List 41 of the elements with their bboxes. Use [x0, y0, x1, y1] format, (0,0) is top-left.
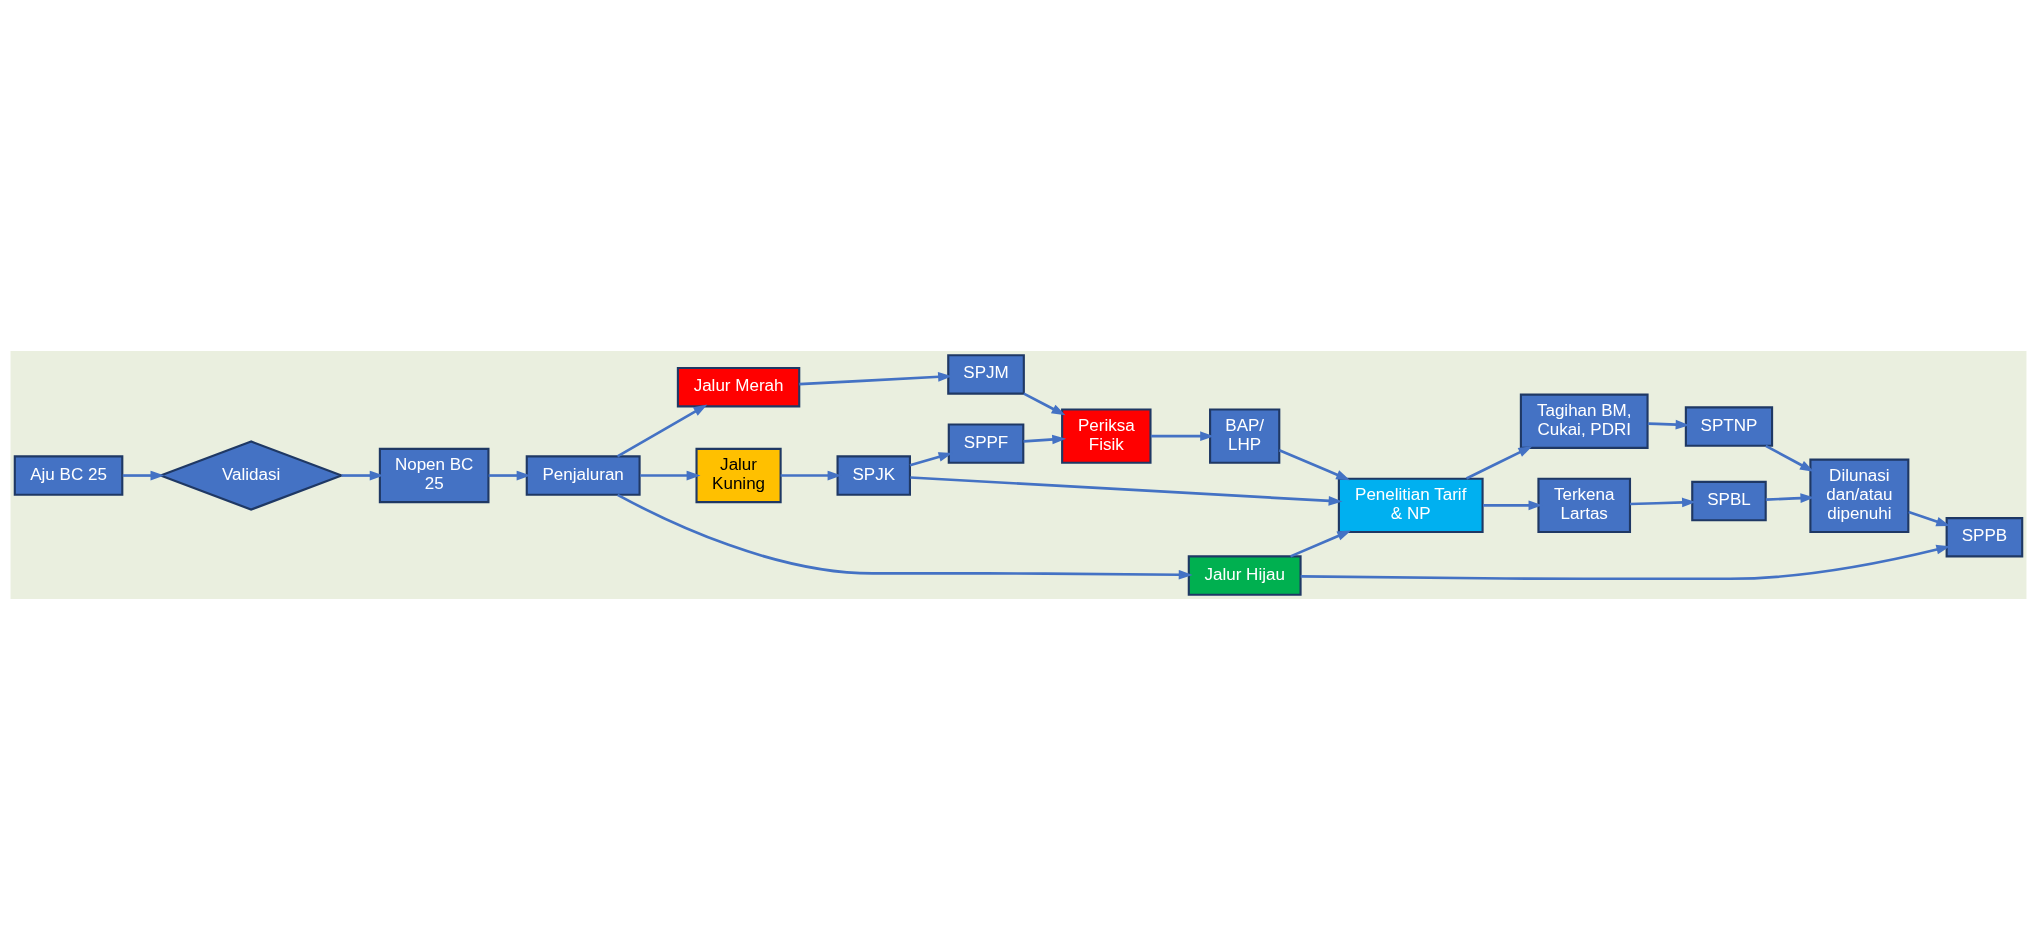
node-box: SPJM: [946, 353, 1025, 395]
node-box: Jalur Hijau: [1187, 554, 1302, 596]
node-box: Dilunasi dan/atau dipenuhi: [1808, 458, 1909, 533]
node-box: Penelitian Tarif & NP: [1337, 477, 1484, 533]
arrow: [1629, 497, 1696, 507]
arrow: [909, 475, 1342, 506]
arrow: [1150, 430, 1214, 441]
node-box: Tagihan BM, Cukai, PDRI: [1519, 393, 1649, 449]
arrow: [798, 371, 952, 385]
arrow: [1465, 445, 1532, 480]
arrow: [909, 451, 952, 467]
arrow: [1764, 444, 1814, 472]
arrow: [1765, 492, 1814, 503]
arrow: [616, 404, 707, 457]
node-box: Nopen BC 25: [378, 447, 489, 503]
arrow: [1907, 510, 1950, 526]
arrow: [639, 470, 700, 480]
node-box: Jalur Kuning: [694, 447, 782, 503]
arrow: [780, 470, 841, 480]
node-box: Terkena Lartas: [1536, 477, 1631, 533]
node-box: BAP/ LHP: [1208, 407, 1280, 464]
arrow: [1300, 544, 1950, 580]
arrow: [1278, 448, 1350, 480]
arrow: [488, 470, 530, 480]
arrow: [122, 470, 164, 480]
arrow: [1022, 391, 1065, 415]
arrow: [616, 493, 1193, 580]
node-box: Periksa Fisik: [1060, 407, 1152, 464]
node-box: SPBL: [1690, 480, 1767, 521]
node-box: SPTNP: [1684, 405, 1773, 447]
arrow: [341, 470, 384, 480]
node-box: SPPF: [947, 422, 1024, 464]
node-box: Aju BC 25: [13, 454, 123, 496]
arrow: [1022, 434, 1066, 444]
node-box: Jalur Merah: [676, 366, 800, 407]
node-box: SPPB: [1945, 516, 2023, 557]
arrow: [1647, 419, 1689, 429]
arrow: [1289, 529, 1351, 558]
node-box: Penjaluran: [525, 454, 641, 496]
arrow: [1482, 499, 1542, 510]
node-box: SPJK: [836, 454, 911, 496]
